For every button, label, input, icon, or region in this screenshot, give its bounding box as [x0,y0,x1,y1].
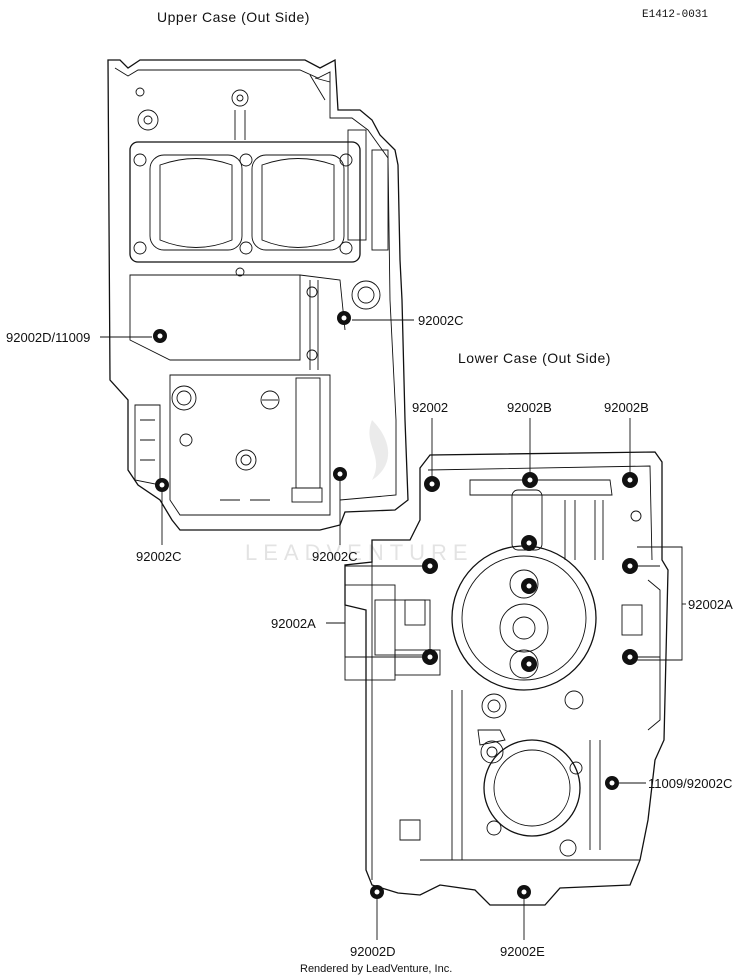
lower-case-drawing [344,451,669,906]
callout-92002b-lower-top-2: 92002B [604,400,649,415]
lower-case-title: Lower Case (Out Side) [458,350,611,366]
callout-92002a-lower-left: 92002A [271,616,316,631]
callout-92002e-lower-bottom: 92002E [500,944,545,959]
upper-case-title: Upper Case (Out Side) [157,9,310,25]
footer-credit: Rendered by LeadVenture, Inc. [300,963,452,975]
callout-92002a-lower-right: 92002A [688,597,733,612]
callout-92002c-upper-bottom-left: 92002C [136,549,182,564]
callout-92002-lower-top: 92002 [412,400,448,415]
lower-case-callouts: 92002 92002B 92002B 92002A 92002A 11009/… [271,400,733,959]
callout-92002c-upper-right: 92002C [418,313,464,328]
callout-92002d-11009-upper: 92002D/11009 [6,330,90,345]
callout-11009-92002c-lower: 11009/92002C [648,776,732,791]
watermark-text: LEADVENTURE [245,540,474,565]
watermark-logo: LEADVENTURE [245,420,474,565]
callout-92002d-lower-bottom: 92002D [350,944,396,959]
upper-case-callouts: 92002D/11009 92002C 92002C 92002C [6,313,464,564]
diagram-code: E1412-0031 [642,9,708,21]
callout-92002b-lower-top-1: 92002B [507,400,552,415]
upper-case-drawing [107,58,409,531]
callout-92002c-upper-bottom-right: 92002C [312,549,358,564]
